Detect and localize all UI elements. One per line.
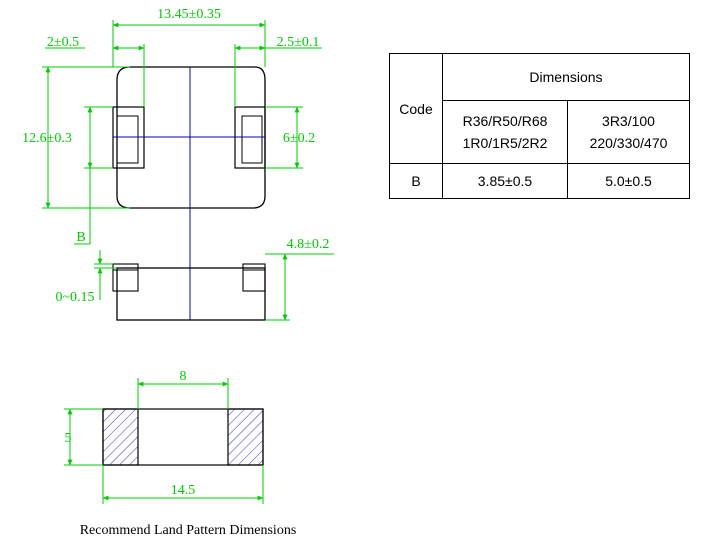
code-header: Code (399, 100, 433, 117)
pad-height-label: 5 (65, 431, 72, 446)
left-terminal-window (116, 115, 139, 164)
value-a-cell: 3.85±0.5 (442, 163, 568, 199)
code-group-b-line-1: 3R3/100 (602, 113, 655, 129)
left-terminal-width-label: 2±0.5 (47, 35, 79, 50)
top-view-dimensions (42, 20, 322, 245)
dimensions-header-cell: Dimensions (442, 53, 690, 101)
code-group-b-line-2: 220/330/470 (589, 135, 668, 151)
side-view (112, 263, 266, 321)
land-pattern-caption: Recommend Land Pattern Dimensions (80, 523, 297, 538)
side-left-terminal (112, 263, 139, 292)
dimension-b-label: B (76, 230, 85, 245)
standoff-label: 0~0.15 (55, 290, 94, 305)
top-view (112, 66, 266, 320)
right-pad (227, 408, 264, 466)
land-pattern-labels: 8 5 14.5 Recommend Land Pattern Dimensio… (65, 369, 297, 538)
top-view-labels: 13.45±0.35 2±0.5 2.5±0.1 12.6±0.3 6±0.2 … (22, 7, 319, 245)
left-pad (102, 408, 139, 466)
pad-gap-label: 8 (180, 369, 187, 384)
code-group-a-line-2: 1R0/1R5/2R2 (462, 135, 548, 151)
value-a: 3.85±0.5 (477, 173, 533, 189)
side-body-outline (116, 267, 266, 321)
value-b-cell: 5.0±0.5 (567, 163, 690, 199)
pattern-width-label: 14.5 (171, 483, 196, 498)
thickness-label: 4.8±0.2 (287, 237, 330, 252)
side-view-labels: 0~0.15 4.8±0.2 (55, 237, 329, 305)
row-label-b: B (411, 173, 421, 189)
dimension-table: Code Dimensions R36/R50/R68 1R0/1R5/2R2 … (389, 53, 690, 199)
dimensions-header: Dimensions (529, 69, 603, 85)
code-header-cell: Code (389, 53, 443, 164)
right-terminal-width-label: 2.5±0.1 (277, 35, 320, 50)
value-b: 5.0±0.5 (605, 173, 652, 189)
component-body-outline (116, 66, 266, 209)
code-group-a-line-1: R36/R50/R68 (462, 113, 548, 129)
right-terminal-window (241, 115, 263, 164)
code-group-b-cell: 3R3/100 220/330/470 (567, 100, 690, 164)
side-right-terminal (242, 263, 266, 292)
row-label-cell: B (389, 163, 443, 199)
terminal-height-label: 6±0.2 (283, 131, 315, 146)
side-view-dimensions (94, 250, 334, 321)
land-pattern-dimensions (64, 378, 264, 504)
code-group-a-cell: R36/R50/R68 1R0/1R5/2R2 (442, 100, 568, 164)
overall-width-label: 13.45±0.35 (157, 7, 221, 22)
land-pattern (102, 408, 264, 466)
overall-height-label: 12.6±0.3 (22, 131, 72, 146)
